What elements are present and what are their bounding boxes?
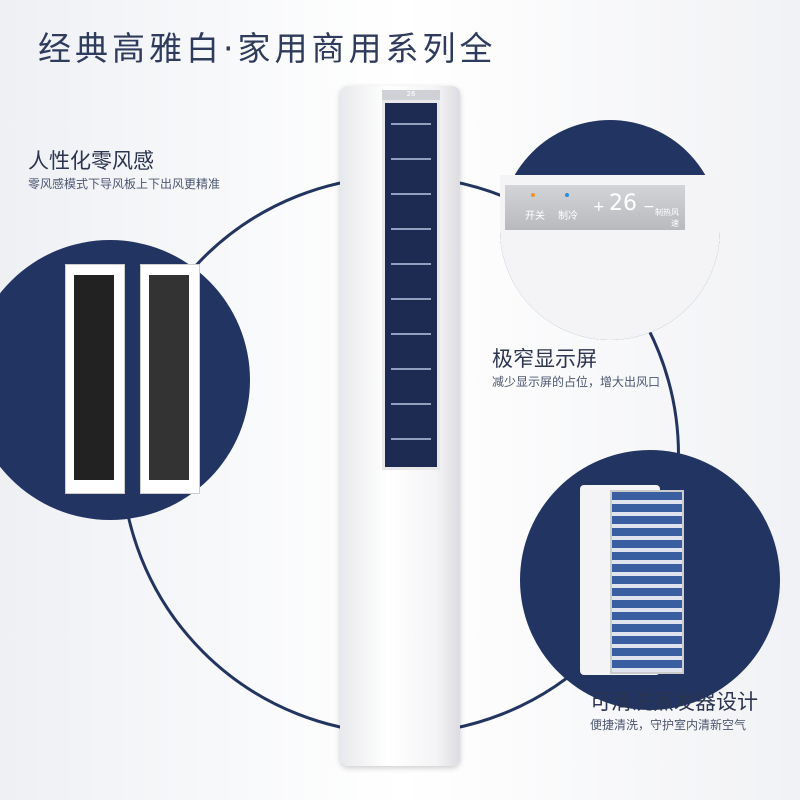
- minus-label: −: [643, 199, 655, 215]
- display-disc: [500, 120, 720, 340]
- power-label: 开关: [525, 211, 545, 222]
- unit-temp: 26: [406, 90, 416, 98]
- heat-label: 制热: [655, 208, 671, 217]
- grille-slat: [391, 263, 431, 265]
- grille-slat: [391, 193, 431, 195]
- grille-slat: [391, 123, 431, 125]
- grille-slat: [391, 438, 431, 440]
- grille-slat: [391, 333, 431, 335]
- temperature-readout: 26: [609, 191, 637, 216]
- grille-slat: [391, 298, 431, 300]
- feature-heading: 极窄显示屏: [492, 347, 597, 371]
- cool-label: 制冷: [558, 211, 578, 222]
- grille-slat: [391, 368, 431, 370]
- louver-inset-open: [140, 264, 200, 494]
- feature-description: 零风感模式下导风板上下出风更精准: [28, 177, 221, 191]
- feature-description: 减少显示屏的占位，增大出风口: [492, 375, 661, 389]
- display-panel: 开关 制冷 + 26 − 制热 风速: [505, 185, 685, 230]
- evaporator-disc: [520, 450, 780, 710]
- feature-heading: 人性化零风感: [28, 149, 154, 173]
- feature-heading: 可清洗蒸发器设计: [590, 690, 758, 714]
- louver-inset-closed: [65, 264, 125, 494]
- zero-wind-disc: [0, 240, 250, 520]
- feature-description: 便捷清洗，守护室内清新空气: [590, 718, 747, 732]
- air-outlet-grille: [382, 100, 440, 470]
- grille-slat: [391, 403, 431, 405]
- fan-label: 风速: [671, 208, 679, 228]
- plus-label: +: [593, 199, 605, 215]
- grille-slat: [391, 158, 431, 160]
- grille-slat: [391, 228, 431, 230]
- unit-mini-display: 26: [382, 90, 440, 100]
- page-title: 经典高雅白·家用商用系列全: [38, 29, 497, 68]
